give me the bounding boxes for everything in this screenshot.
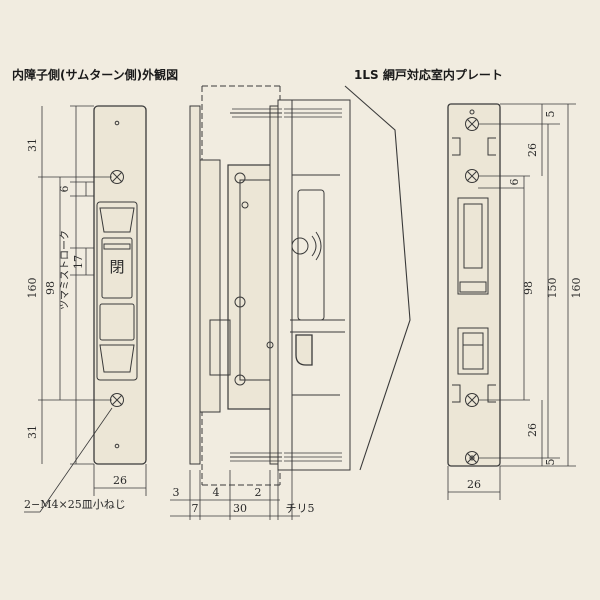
- knob-lock-character: 閉: [109, 258, 124, 276]
- right-dim-160: 160: [570, 278, 583, 299]
- left-view-title: 内障子側(サムターン側)外観図: [12, 68, 179, 82]
- right-width-label: 26: [467, 478, 481, 491]
- right-plate: [447, 103, 501, 467]
- side-dim-2: 2: [255, 486, 262, 499]
- right-view-title: 1LS 網戸対応室内プレート: [354, 68, 503, 82]
- side-bottom-labels: 3 4 2 7 30 チリ5: [173, 486, 315, 515]
- right-dim-5-top: 5: [544, 111, 557, 118]
- side-dim-chiri: チリ5: [286, 502, 315, 515]
- left-plate: [93, 105, 147, 465]
- right-dim-150: 150: [546, 278, 559, 299]
- left-dim-bottom: 31: [26, 425, 39, 439]
- left-dim-small: 6: [58, 186, 71, 193]
- right-dim-5-bottom: 5: [544, 459, 557, 466]
- side-dim-7: 7: [192, 502, 199, 515]
- right-dim-26-top: 26: [526, 143, 539, 157]
- side-view-lock: [189, 85, 411, 486]
- left-width-label: 26: [113, 474, 127, 487]
- screw-spec-note: 2−M4×25皿小ねじ: [24, 498, 126, 511]
- right-dim-26-bottom: 26: [526, 423, 539, 437]
- left-dim-total: 160: [26, 278, 39, 299]
- side-dimension-lines: [170, 470, 300, 520]
- left-dimension-lines: [24, 105, 147, 513]
- left-dim-stroke: 17: [72, 255, 85, 269]
- side-dim-30: 30: [233, 502, 247, 515]
- right-dim-6: 6: [508, 179, 521, 186]
- right-dimension-lines: [447, 103, 576, 500]
- right-dim-98: 98: [522, 281, 535, 295]
- left-dim-top: 31: [26, 138, 39, 152]
- side-dim-3: 3: [173, 486, 180, 499]
- right-vertical-labels: 5 26 6 98 150 160 26 5: [508, 111, 583, 466]
- side-dim-4: 4: [213, 486, 220, 499]
- knob-stroke-label: ツマミストローク: [59, 230, 71, 310]
- left-dim-pitch: 98: [44, 281, 57, 295]
- left-vertical-labels: 31 6 17 98 160 31 ツマミストローク: [26, 138, 85, 439]
